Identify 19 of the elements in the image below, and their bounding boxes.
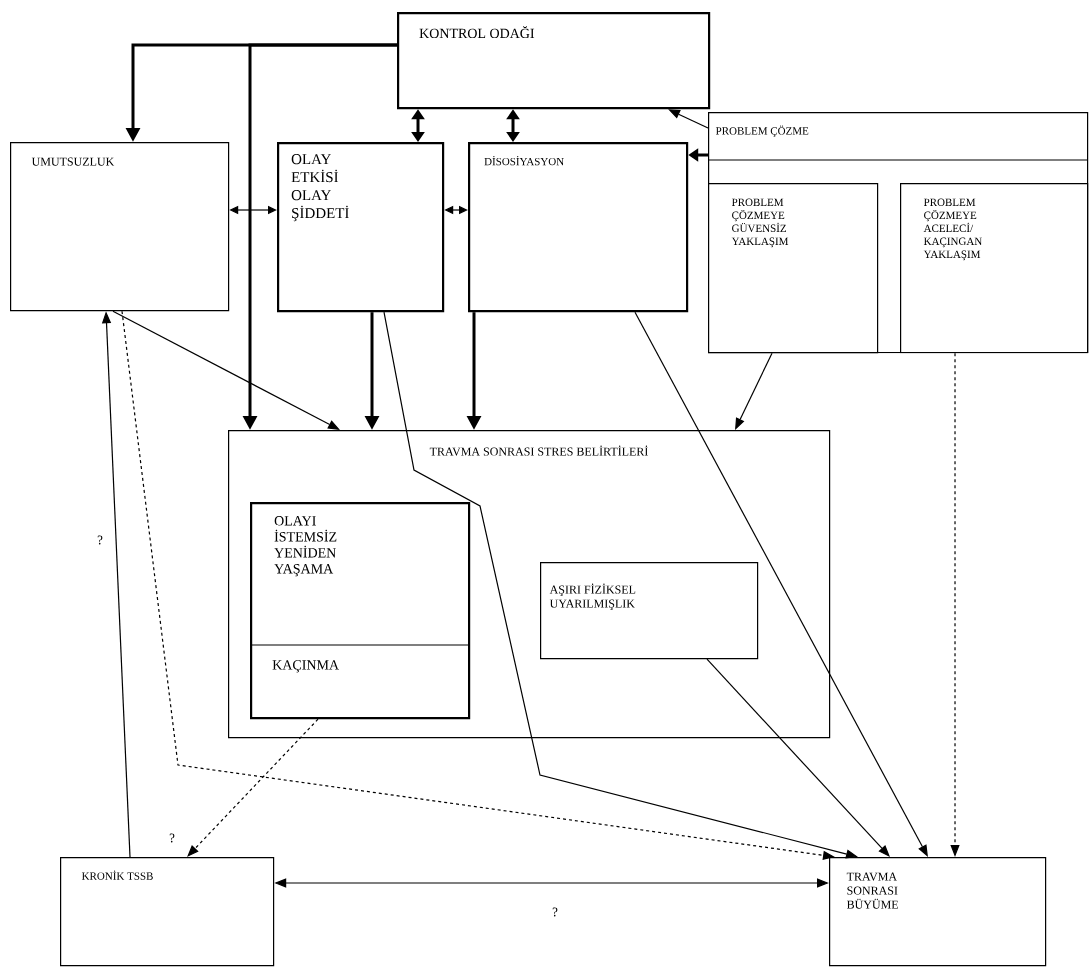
arrow (634, 311, 928, 857)
concept-box: KONTROL ODAĞI (397, 12, 711, 110)
concept-box: OLAY ETKİSİ OLAY ŞİDDETİ (277, 142, 445, 313)
arrow (735, 352, 773, 430)
concept-box: UMUTSUZLUK (10, 142, 230, 312)
concept-box: DİSOSİYASYON (468, 142, 689, 313)
concept-box: AŞIRI FİZİKSEL UYARILMIŞLIK (540, 562, 759, 660)
edge-label: ? (168, 832, 176, 844)
arrow (668, 109, 709, 129)
concept-box: TRAVMA SONRASI BÜYÜME (829, 857, 1047, 967)
split-box: OLAYI İSTEMSİZ YENİDEN YAŞAMA KAÇINMA (249, 502, 471, 720)
concept-box: PROBLEM ÇÖZMEYE GÜVENSİZ YAKLAŞIM (708, 183, 879, 354)
edge-label: ? (551, 906, 559, 918)
concept-box: PROBLEM ÇÖZMEYE ACELECİ/ KAÇINGAN YAKLAŞIM (900, 183, 1089, 354)
concept-box: KRONİK TSSB (60, 857, 275, 967)
edge-label: ? (96, 534, 104, 546)
arrow (187, 718, 319, 857)
arrow (706, 658, 890, 857)
arrow (112, 310, 340, 430)
